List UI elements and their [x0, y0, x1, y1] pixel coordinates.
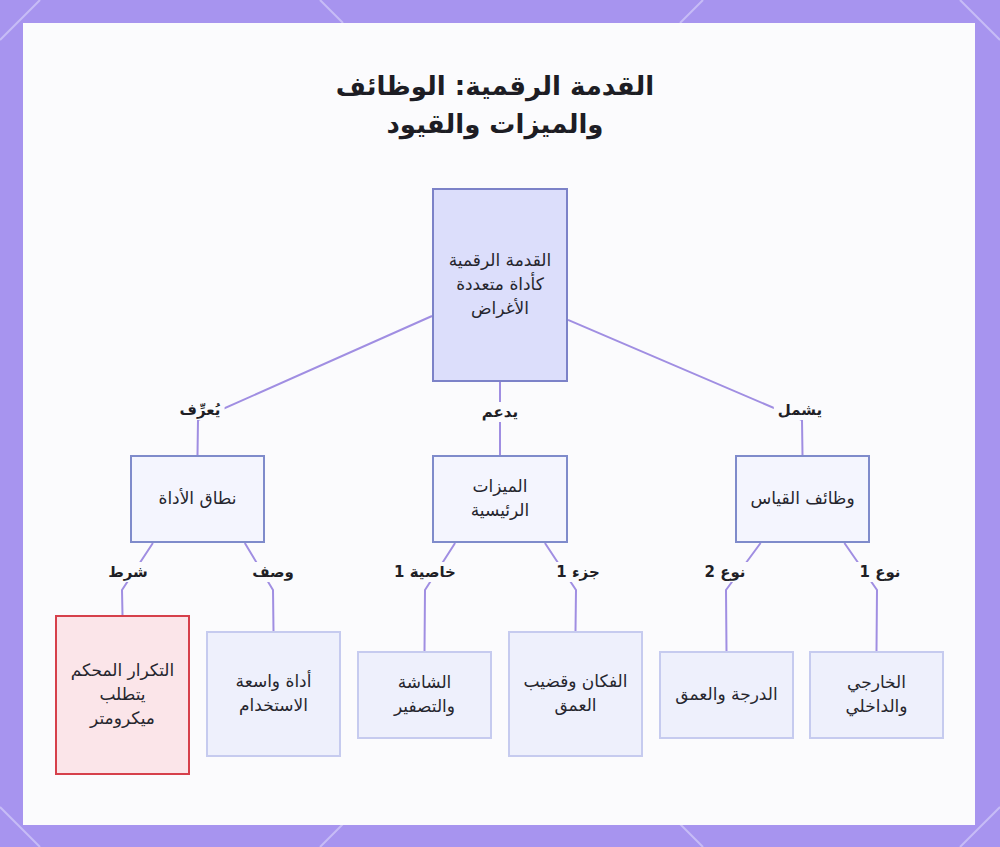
- edge-label: يُعرِّف: [176, 400, 225, 420]
- connector-line: [245, 543, 274, 631]
- node-text: الشاشة والتصفير: [367, 671, 482, 719]
- connector-line: [198, 316, 433, 455]
- node-text: الدرجة والعمق: [675, 683, 777, 707]
- node-text-group: الفكان وقضيب العمق: [518, 670, 633, 718]
- node-text-group: الدرجة والعمق: [675, 683, 777, 707]
- node-text: الفكان وقضيب العمق: [518, 670, 633, 718]
- edge-label: يشمل: [774, 400, 826, 420]
- edge-label: نوع 1: [856, 562, 905, 582]
- edge-label: نوع 2: [701, 562, 750, 582]
- edge-label: يدعم: [478, 402, 522, 422]
- connector-line: [726, 543, 761, 651]
- warning-box: التكرار المحكم يتطلب ميكرومتر: [55, 615, 190, 775]
- leaf-box: الشاشة والتصفير: [357, 651, 492, 739]
- leaf-box: الخارجي والداخلي: [809, 651, 944, 739]
- node-text-group: التكرار المحكم يتطلب ميكرومتر: [65, 659, 180, 730]
- category-box: الميزات الرئيسية: [432, 455, 568, 543]
- leaf-box: الفكان وقضيب العمق: [508, 631, 643, 757]
- node-text-group: وظائف القياس: [750, 487, 854, 511]
- root-box: القدمة الرقمية كأداة متعددة الأغراض: [432, 188, 568, 382]
- node-text-group: الخارجي والداخلي: [819, 671, 934, 719]
- diagram-title: القدمة الرقمية: الوظائف والميزات والقيود: [300, 68, 690, 143]
- connector-line: [425, 543, 456, 651]
- connector-line: [545, 543, 576, 631]
- node-text-group: الميزات الرئيسية: [442, 475, 558, 523]
- edge-label: خاصية 1: [390, 562, 460, 582]
- node-text: أداة واسعة الاستخدام: [216, 670, 331, 718]
- edge-label: شرط: [104, 562, 152, 582]
- category-box: وظائف القياس: [735, 455, 870, 543]
- node-text: التكرار المحكم يتطلب ميكرومتر: [65, 659, 180, 730]
- node-text: وظائف القياس: [750, 487, 854, 511]
- leaf-box: أداة واسعة الاستخدام: [206, 631, 341, 757]
- node-text: نطاق الأداة: [158, 487, 236, 511]
- edge-label: جزء 1: [552, 562, 603, 582]
- node-text-group: الشاشة والتصفير: [367, 671, 482, 719]
- node-text: القدمة الرقمية كأداة متعددة الأغراض: [442, 249, 558, 320]
- connector-line: [844, 543, 877, 651]
- connector-line: [568, 320, 803, 455]
- node-text: الخارجي والداخلي: [819, 671, 934, 719]
- node-text-group: القدمة الرقمية كأداة متعددة الأغراض: [442, 249, 558, 320]
- node-text: الميزات الرئيسية: [442, 475, 558, 523]
- edge-label: وصف: [248, 562, 298, 582]
- node-text-group: أداة واسعة الاستخدام: [216, 670, 331, 718]
- leaf-box: الدرجة والعمق: [659, 651, 794, 739]
- category-box: نطاق الأداة: [130, 455, 265, 543]
- node-text-group: نطاق الأداة: [158, 487, 236, 511]
